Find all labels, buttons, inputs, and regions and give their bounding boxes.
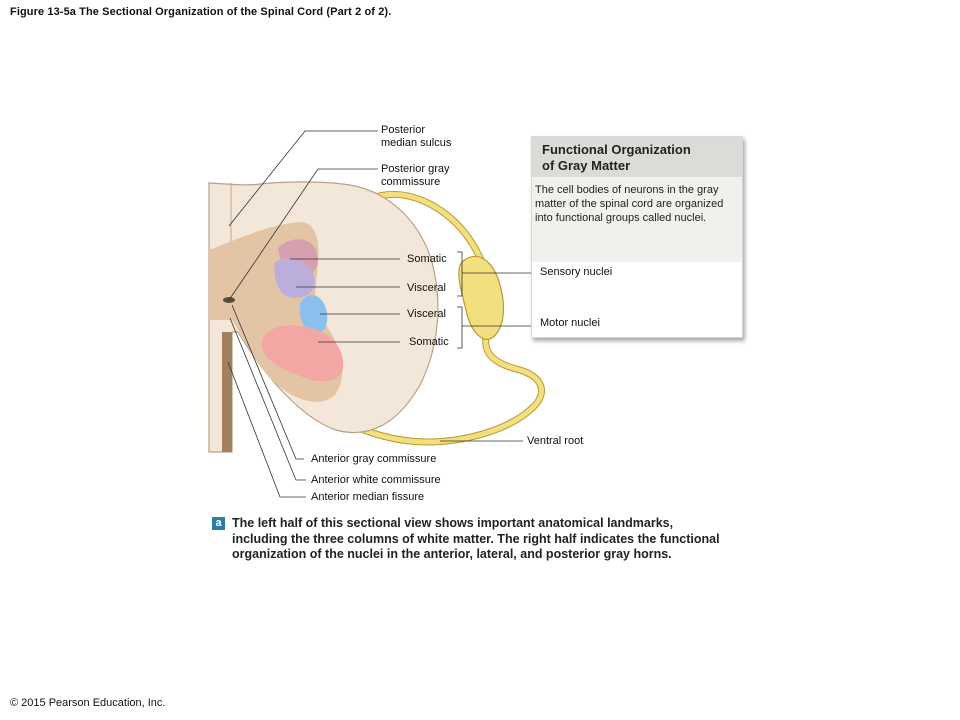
label-posterior-gray-commissure: Posterior gray commissure (381, 163, 450, 188)
panel-body: The cell bodies of neurons in the gray m… (532, 177, 742, 262)
label-visceral-motor: Visceral (407, 308, 446, 320)
figure-caption: The left half of this sectional view sho… (232, 516, 720, 561)
label-posterior-median-sulcus: Posterior median sulcus (381, 124, 452, 149)
label-motor-nuclei: Motor nuclei (540, 317, 600, 329)
label-ventral-root: Ventral root (527, 435, 584, 447)
label-anterior-gray-commissure: Anterior gray commissure (311, 453, 437, 465)
visceral-sensory-nucleus (274, 258, 315, 298)
copyright-notice: © 2015 Pearson Education, Inc. (10, 697, 166, 709)
somatic-motor-nucleus (261, 325, 344, 382)
label-somatic-sensory: Somatic (407, 253, 447, 265)
figure-title: Figure 13-5a The Sectional Organization … (10, 6, 392, 18)
panel-description: The cell bodies of neurons in the gray m… (535, 184, 724, 224)
panel-heading: Functional Organization of Gray Matter (542, 142, 691, 173)
visceral-motor-nucleus (299, 295, 328, 335)
anterior-median-fissure-shape (222, 332, 232, 452)
label-anterior-median-fissure: Anterior median fissure (311, 491, 425, 503)
panel-header: Functional Organization of Gray Matter (532, 137, 742, 177)
functional-organization-panel: Functional Organization of Gray Matter T… (531, 136, 743, 338)
dorsal-root-ganglion (458, 256, 505, 340)
label-anterior-white-commissure: Anterior white commissure (311, 474, 441, 486)
label-visceral-sensory: Visceral (407, 282, 446, 294)
caption-badge: a (212, 517, 225, 530)
label-somatic-motor: Somatic (409, 336, 449, 348)
label-sensory-nuclei: Sensory nuclei (540, 266, 613, 278)
